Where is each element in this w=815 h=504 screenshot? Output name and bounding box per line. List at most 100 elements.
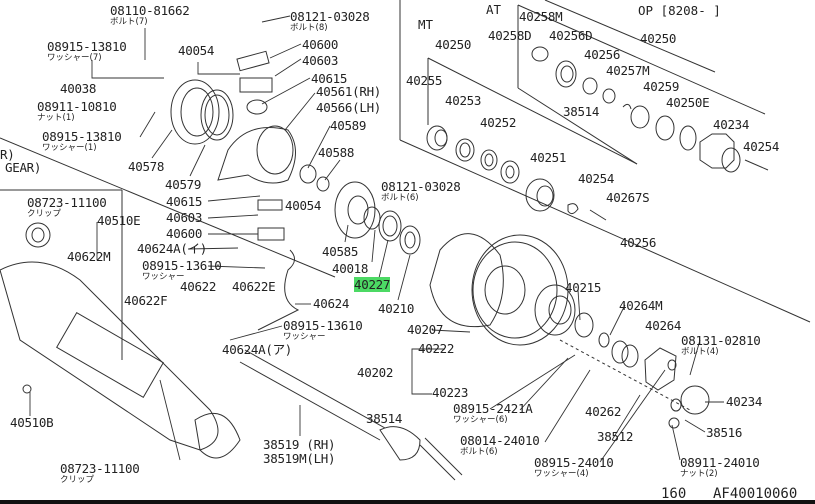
callout-40579[interactable]: 40579 xyxy=(165,178,201,191)
callout-40254[interactable]: 40254 xyxy=(743,140,779,153)
callout-40256d[interactable]: 40256D xyxy=(549,28,593,43)
part-number: 40603 xyxy=(166,210,203,225)
part-number: 40253 xyxy=(445,93,482,108)
callout-40234[interactable]: 40234 xyxy=(713,118,749,131)
callout-40256[interactable]: 40256 xyxy=(620,236,656,249)
callout-40257m[interactable]: 40257M xyxy=(606,64,650,77)
callout-40054[interactable]: 40054 xyxy=(285,199,321,212)
callout-40603[interactable]: 40603 xyxy=(166,211,202,224)
bottom-bar xyxy=(0,500,815,504)
header-at: AT xyxy=(486,2,502,17)
callout-38519m-lh-[interactable]: 38519M(LH) xyxy=(263,452,336,465)
callout-40510b[interactable]: 40510B xyxy=(10,416,54,429)
callout-40615[interactable]: 40615 xyxy=(166,195,202,208)
part-number: 40588 xyxy=(318,145,355,160)
callout-40258m[interactable]: 40258M xyxy=(519,10,563,23)
part-number: 08014-24010 xyxy=(460,433,540,448)
callout-40622m[interactable]: 40622M xyxy=(67,250,111,263)
callout-40600[interactable]: 40600 xyxy=(302,38,338,51)
header-mt: MT xyxy=(418,17,434,32)
callout-40252[interactable]: 40252 xyxy=(480,116,516,129)
callout-40202[interactable]: 40202 xyxy=(357,366,393,379)
callout-40258d[interactable]: 40258D xyxy=(488,28,532,43)
callout-40561-rh-[interactable]: 40561(RH) xyxy=(316,85,381,98)
callout-40250[interactable]: 40250 xyxy=(435,38,471,51)
callout-38514[interactable]: 38514 xyxy=(366,412,402,425)
part-number: 08121-03028 xyxy=(290,9,370,24)
callout-40588[interactable]: 40588 xyxy=(318,146,354,159)
callout-40227[interactable]: 40227 xyxy=(354,277,390,292)
callout-38516[interactable]: 38516 xyxy=(706,426,742,439)
group-frame-lines xyxy=(0,0,811,360)
callout-40251[interactable]: 40251 xyxy=(530,151,566,164)
callout-40054[interactable]: 40054 xyxy=(178,44,214,57)
callout-40589[interactable]: 40589 xyxy=(330,119,366,132)
callout-40600[interactable]: 40600 xyxy=(166,227,202,240)
callout-40622e[interactable]: 40622E xyxy=(232,280,276,293)
part-number: GEAR) xyxy=(5,160,42,175)
callout-40256[interactable]: 40256 xyxy=(584,48,620,61)
group-at-parts xyxy=(531,46,769,173)
callout-r-[interactable]: R) xyxy=(0,148,15,161)
callout-40622f[interactable]: 40622F xyxy=(124,294,168,307)
callout-40223[interactable]: 40223 xyxy=(432,386,468,399)
callout-38519-rh-[interactable]: 38519 (RH) xyxy=(263,438,336,451)
callout-40264m[interactable]: 40264M xyxy=(619,299,663,312)
part-number: 38512 xyxy=(597,429,634,444)
callout-40585[interactable]: 40585 xyxy=(322,245,358,258)
callout-40566-lh-[interactable]: 40566(LH) xyxy=(316,101,381,114)
callout-38512[interactable]: 38512 xyxy=(597,430,633,443)
callout-40624[interactable]: 40624 xyxy=(313,297,349,310)
callout-40578[interactable]: 40578 xyxy=(128,160,164,173)
part-number: 40256D xyxy=(549,28,593,43)
callout-40250e[interactable]: 40250E xyxy=(666,96,710,109)
callout-40622[interactable]: 40622 xyxy=(180,280,216,293)
callout-40254[interactable]: 40254 xyxy=(578,172,614,185)
callout-40018[interactable]: 40018 xyxy=(332,262,368,275)
callout-40207[interactable]: 40207 xyxy=(407,323,443,336)
callout-40264[interactable]: 40264 xyxy=(645,319,681,332)
callout-40615[interactable]: 40615 xyxy=(311,72,347,85)
part-number: 08723-11100 xyxy=(60,461,140,476)
callout-40624a-[interactable]: 40624A(イ) xyxy=(137,242,207,255)
callout-40250[interactable]: 40250 xyxy=(640,32,676,45)
callout-40234[interactable]: 40234 xyxy=(726,395,762,408)
callout-40510e[interactable]: 40510E xyxy=(97,214,141,227)
callout-40259[interactable]: 40259 xyxy=(643,80,679,93)
callout-40624a-[interactable]: 40624A(ア) xyxy=(222,343,292,356)
part-number: 40207 xyxy=(407,322,444,337)
part-number: 08723-11100 xyxy=(27,195,107,210)
callout-40215[interactable]: 40215 xyxy=(565,281,601,294)
part-number: 40566(LH) xyxy=(316,100,382,115)
callout-40038[interactable]: 40038 xyxy=(60,82,96,95)
callout-38514[interactable]: 38514 xyxy=(563,105,599,118)
callout-40255[interactable]: 40255 xyxy=(406,74,442,87)
callout-40210[interactable]: 40210 xyxy=(378,302,414,315)
callout-40262[interactable]: 40262 xyxy=(585,405,621,418)
group-hub-rotor xyxy=(334,181,710,429)
callout-40267s[interactable]: 40267S xyxy=(606,191,650,204)
callout-40253[interactable]: 40253 xyxy=(445,94,481,107)
callout-40603[interactable]: 40603 xyxy=(302,54,338,67)
callout-gear-[interactable]: GEAR) xyxy=(5,161,41,174)
callout-40222[interactable]: 40222 xyxy=(418,342,454,355)
part-note: ボルト(8) xyxy=(290,23,328,33)
part-number: 40258D xyxy=(488,28,532,43)
header-production-range: ΟP [8208- ] xyxy=(638,3,721,18)
part-number: 08915-13610 xyxy=(142,258,222,273)
